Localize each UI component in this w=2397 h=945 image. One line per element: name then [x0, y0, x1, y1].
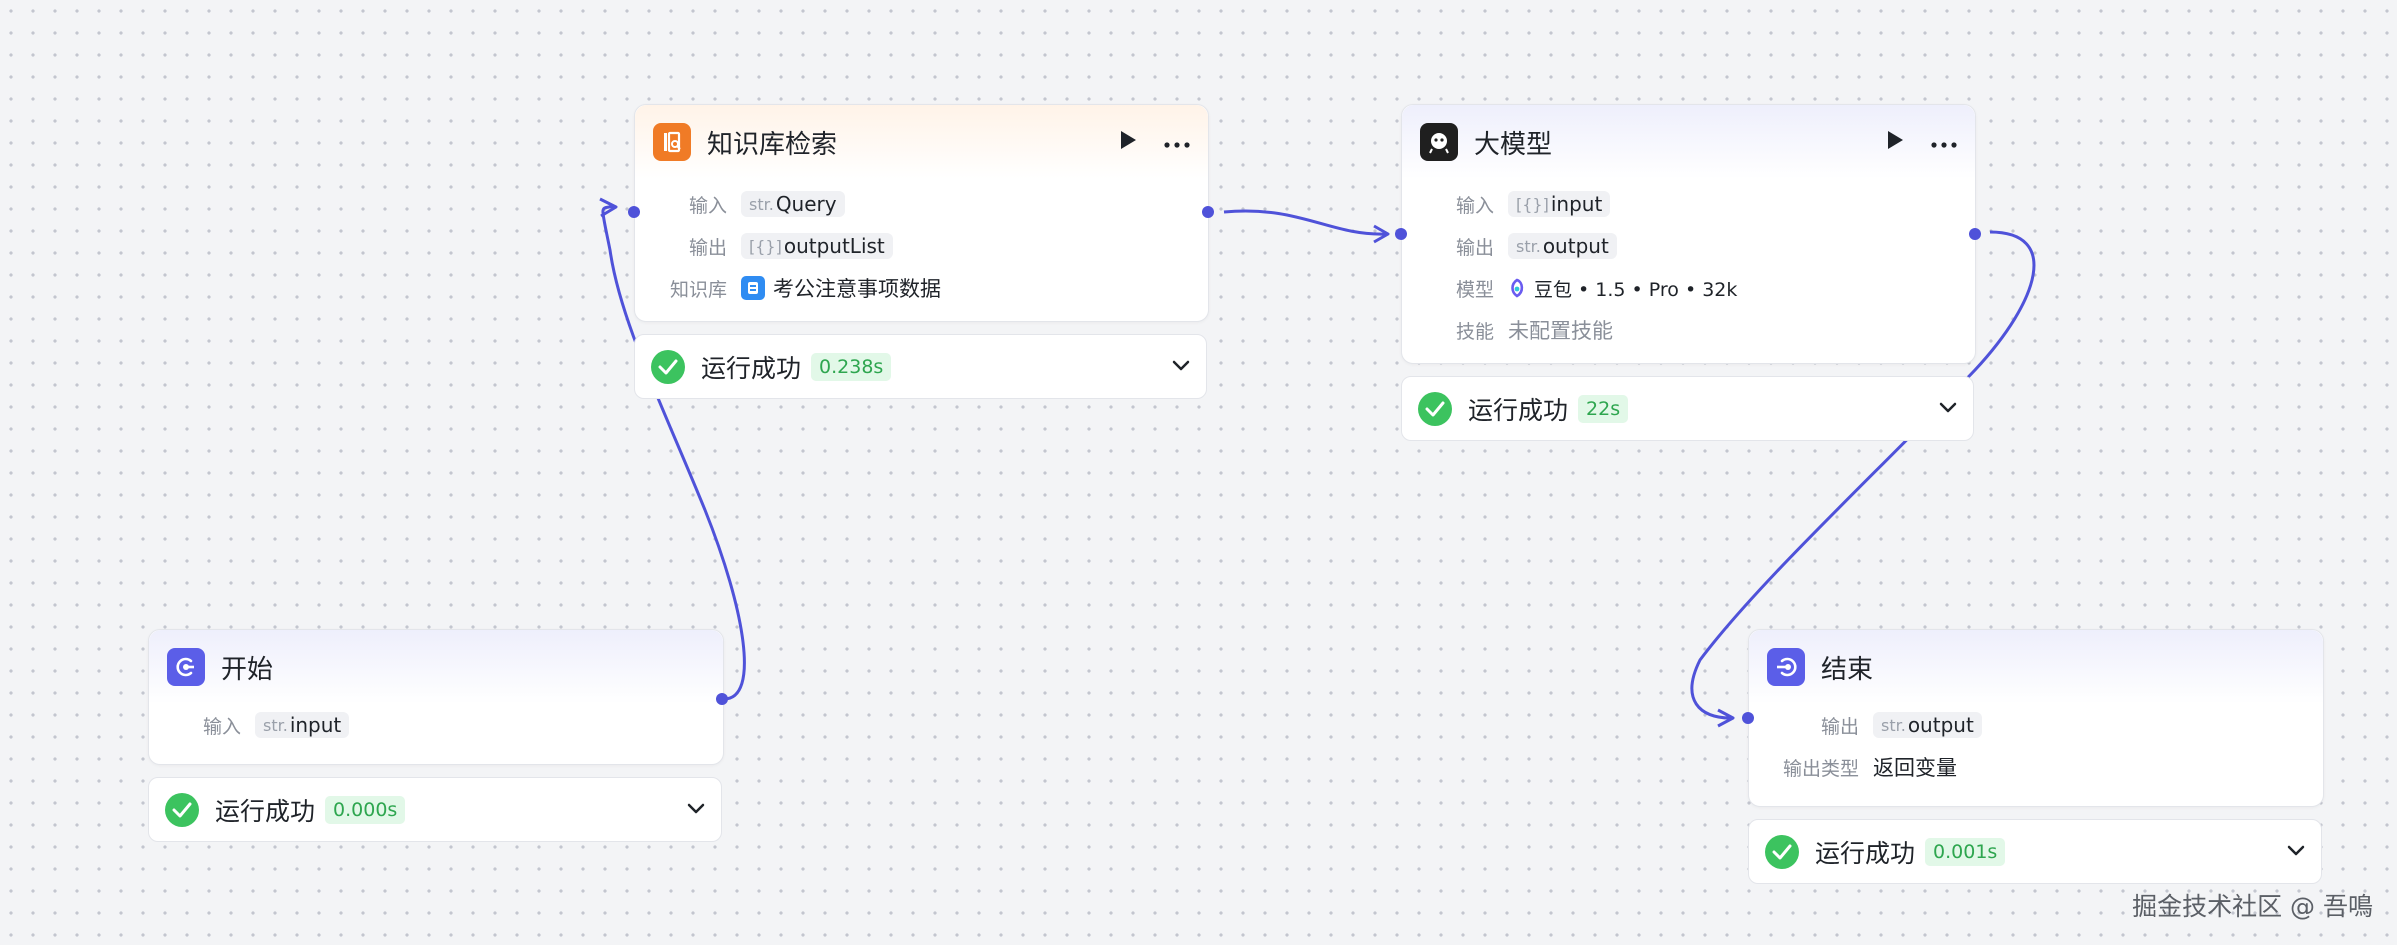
run-status-llm[interactable]: 运行成功 22s	[1401, 376, 1974, 441]
time-badge: 22s	[1578, 394, 1629, 423]
port-llm-input[interactable]	[1395, 228, 1407, 240]
input-label: 输入	[202, 715, 241, 738]
node-header: 结束	[1749, 630, 2323, 704]
node-title: 大模型	[1474, 129, 1553, 160]
dataset-icon	[741, 276, 765, 300]
edge-kb-to-llm	[1223, 209, 1387, 236]
check-icon	[651, 349, 685, 384]
type-tag: str.	[263, 715, 288, 735]
variable-name: input	[289, 713, 342, 737]
output-row: 输出 str.output	[1420, 225, 1957, 267]
input-row: 输入 [{}]input	[1420, 183, 1957, 225]
output-variable: str.output	[1508, 233, 1617, 259]
port-kb-input[interactable]	[628, 206, 640, 218]
more-icon[interactable]	[1931, 133, 1957, 152]
chevron-down-icon[interactable]	[687, 800, 705, 819]
knowledge-label: 知识库	[669, 278, 727, 301]
play-icon[interactable]	[1885, 129, 1905, 155]
skill-value: 未配置技能	[1508, 319, 1613, 343]
input-label: 输入	[688, 194, 727, 217]
output-variable: str.output	[1873, 712, 1982, 738]
variable-name: output	[1907, 713, 1974, 737]
play-icon[interactable]	[1118, 129, 1138, 155]
node-end[interactable]: 结束 输出 str.output 输出类型 返回变量	[1748, 629, 2324, 807]
input-label: 输入	[1455, 194, 1494, 217]
time-badge: 0.238s	[811, 352, 892, 381]
check-icon	[1418, 391, 1452, 426]
output-type-label: 输出类型	[1782, 757, 1859, 780]
watermark: 掘金技术社区 @ 吾鳴	[2132, 892, 2373, 921]
status-text: 运行成功	[701, 353, 802, 383]
chevron-down-icon[interactable]	[1172, 357, 1190, 376]
output-label: 输出	[688, 236, 727, 259]
node-title: 开始	[221, 654, 274, 685]
input-variable: str.input	[255, 712, 350, 738]
node-header: 大模型	[1402, 105, 1975, 179]
node-title: 结束	[1821, 654, 1874, 685]
run-status-kb[interactable]: 运行成功 0.238s	[634, 334, 1207, 399]
run-status-end[interactable]: 运行成功 0.001s	[1748, 819, 2322, 884]
variable-name: outputList	[783, 234, 885, 258]
end-icon	[1767, 648, 1805, 686]
output-type-value: 返回变量	[1873, 756, 1957, 780]
chevron-down-icon[interactable]	[1939, 399, 1957, 418]
port-end-input[interactable]	[1742, 712, 1754, 724]
status-text: 运行成功	[215, 796, 316, 826]
model-value: 豆包 • 1.5 • Pro • 32k	[1534, 278, 1738, 301]
model-label: 模型	[1455, 278, 1494, 301]
run-status-start[interactable]: 运行成功 0.000s	[148, 777, 722, 842]
status-text: 运行成功	[1815, 838, 1916, 868]
node-header: 知识库检索	[635, 105, 1208, 179]
type-tag: [{}]	[749, 236, 782, 256]
more-icon[interactable]	[1164, 133, 1190, 152]
knowledge-base-icon	[653, 123, 691, 161]
skill-row: 技能 未配置技能	[1420, 309, 1957, 351]
doubao-logo-icon	[1508, 278, 1526, 298]
start-icon	[167, 648, 205, 686]
skill-label: 技能	[1455, 320, 1494, 343]
knowledge-value: 考公注意事项数据	[773, 277, 941, 301]
port-llm-output[interactable]	[1969, 228, 1981, 240]
chevron-down-icon[interactable]	[2287, 842, 2305, 861]
node-llm[interactable]: 大模型 输入 [{}]input 输出 str.output 模型 豆包 • 1…	[1401, 104, 1976, 364]
node-header: 开始	[149, 630, 723, 704]
variable-name: output	[1542, 234, 1609, 258]
node-start[interactable]: 开始 输入 str.input	[148, 629, 724, 765]
variable-name: input	[1550, 192, 1603, 216]
check-icon	[165, 792, 199, 827]
output-label: 输出	[1455, 236, 1494, 259]
llm-robot-icon	[1420, 123, 1458, 161]
edge-kb-to-llm-arrow	[1373, 224, 1390, 244]
knowledge-row: 知识库 考公注意事项数据	[653, 267, 1190, 309]
output-label: 输出	[1820, 715, 1859, 738]
output-row: 输出 [{}]outputList	[653, 225, 1190, 267]
input-row: 输入 str.Query	[653, 183, 1190, 225]
port-start-output[interactable]	[716, 693, 728, 705]
edge-start-to-kb-arrow	[599, 197, 618, 218]
output-variable: [{}]outputList	[741, 233, 893, 259]
node-title: 知识库检索	[707, 129, 838, 160]
type-tag: str.	[1516, 236, 1541, 256]
input-variable: str.Query	[741, 191, 845, 217]
time-badge: 0.001s	[1925, 837, 2006, 866]
check-icon	[1765, 834, 1799, 869]
edge-llm-to-end-arrow	[1717, 708, 1735, 728]
port-kb-output[interactable]	[1202, 206, 1214, 218]
model-row: 模型 豆包 • 1.5 • Pro • 32k	[1420, 267, 1957, 309]
type-tag: [{}]	[1516, 194, 1549, 214]
variable-name: Query	[775, 192, 837, 216]
time-badge: 0.000s	[325, 795, 406, 824]
type-tag: str.	[1881, 715, 1906, 735]
output-type-row: 输出类型 返回变量	[1767, 746, 2305, 788]
node-knowledge-retrieval[interactable]: 知识库检索 输入 str.Query 输出 [{}]outputList 知识库…	[634, 104, 1209, 322]
type-tag: str.	[749, 194, 774, 214]
output-row: 输出 str.output	[1767, 704, 2305, 746]
status-text: 运行成功	[1468, 395, 1569, 425]
input-row: 输入 str.input	[167, 704, 705, 746]
input-variable: [{}]input	[1508, 191, 1611, 217]
